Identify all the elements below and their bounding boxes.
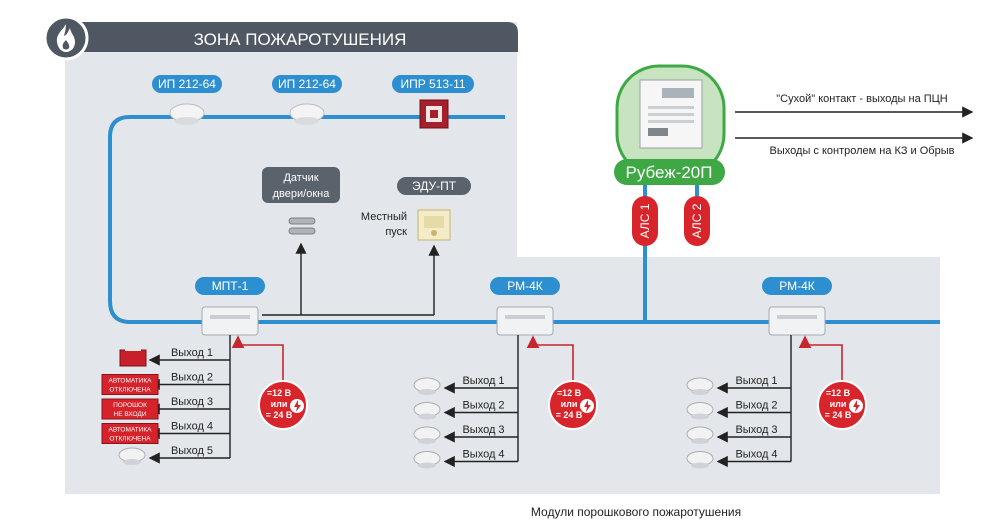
controller-panel-icon <box>639 79 703 149</box>
module-device-icon <box>768 306 826 336</box>
output-label: Выход 3 <box>462 424 504 436</box>
zone-title: ЗОНА ПОЖАРОТУШЕНИЯ <box>194 30 407 49</box>
flame-icon <box>56 24 75 52</box>
power-badge <box>817 380 867 430</box>
warning-sign: АВТОМАТИКА ОТКЛЮЧЕНА <box>101 423 159 444</box>
edu-caption-1: Местный <box>361 211 407 223</box>
powder-extinguisher-icon <box>686 426 714 444</box>
controller-label: Рубеж-20П <box>625 163 712 182</box>
warning-sign: АВТОМАТИКА ОТКЛЮЧЕНА <box>101 374 159 395</box>
power-line1: =12 В <box>826 388 851 398</box>
module-device-icon <box>496 306 554 336</box>
warning-sign-line2: ОТКЛЮЧЕНА <box>109 436 151 443</box>
smoke-detector-icon <box>169 103 205 125</box>
lightning-icon <box>290 399 304 413</box>
output-label: Выход 3 <box>735 424 777 436</box>
zone-header <box>62 22 518 52</box>
module-2: РМ-4К Выход 1 Выход 2 Выход 3 Выход 4 =12 Вил… <box>413 277 598 469</box>
als2-label: АЛС 2 <box>690 203 704 238</box>
controlled-output-text: Выходы с контролем на КЗ и Обрыв <box>770 145 955 157</box>
detector-3-label: ИПР 513-11 <box>400 77 465 91</box>
powder-extinguisher-icon <box>118 447 146 465</box>
warning-sign-line1: АВТОМАТИКА <box>109 378 153 385</box>
powder-extinguisher-icon <box>413 402 441 420</box>
smoke-detector-icon <box>289 103 325 125</box>
output-label: Выход 5 <box>171 445 213 457</box>
manual-call-point-icon <box>419 99 449 129</box>
edu-label: ЭДУ-ПТ <box>412 179 457 193</box>
module-label: МПТ-1 <box>212 279 249 293</box>
door-sensor-icon <box>288 217 316 235</box>
warning-sign-line2: НЕ ВХОДИ <box>114 411 147 418</box>
als-loop-line <box>108 115 940 324</box>
warning-sign-line1: АВТОМАТИКА <box>109 427 153 434</box>
output-label: Выход 2 <box>735 400 777 412</box>
warning-sign-line1: ПОРОШОК <box>113 402 147 409</box>
pcn-output-text: "Сухой" контакт - выходы на ПЦН <box>776 93 948 105</box>
detector-3-tag <box>392 75 474 93</box>
power-line1: =12 В <box>267 388 292 398</box>
sounder-icon <box>119 346 147 367</box>
detector-1-label: ИП 212-64 <box>158 77 216 91</box>
edu-caption-2: пуск <box>385 226 407 238</box>
output-label: Выход 4 <box>462 449 504 461</box>
output-label: Выход 1 <box>735 375 777 387</box>
power-line1: =12 В <box>557 388 582 398</box>
local-start-button-icon <box>417 209 451 241</box>
als1-label: АЛС 1 <box>638 203 652 238</box>
module-3: РМ-4К Выход 1 Выход 2 Выход 3 Выход 4 =12 Вил… <box>686 277 867 469</box>
module-device-detail <box>505 315 545 319</box>
module-tag <box>762 277 832 295</box>
power-line3: = 24 В <box>266 410 293 420</box>
lightning-icon <box>849 399 863 413</box>
module-device-icon <box>201 306 259 336</box>
module-label: РМ-4К <box>507 279 543 293</box>
power-line2: или <box>561 399 578 409</box>
power-badge <box>548 380 598 430</box>
powder-extinguisher-icon <box>413 377 441 395</box>
controller-tag <box>614 159 725 185</box>
power-feed-arrow <box>526 335 574 383</box>
door-sensor-label-2: двери/окна <box>273 188 331 200</box>
powder-extinguisher-icon <box>413 451 441 469</box>
output-label: Выход 4 <box>171 421 213 433</box>
powder-extinguisher-icon <box>686 451 714 469</box>
power-feed-arrow <box>798 335 843 383</box>
detector-2-label: ИП 212-64 <box>278 77 336 91</box>
output-label: Выход 3 <box>171 396 213 408</box>
power-line3: = 24 В <box>556 410 583 420</box>
als2-tag <box>684 196 710 246</box>
power-badge <box>258 380 308 430</box>
powder-extinguisher-icon <box>686 402 714 420</box>
output-label: Выход 1 <box>171 347 213 359</box>
power-line2: или <box>830 399 847 409</box>
module-device-detail <box>210 315 250 319</box>
output-label: Выход 2 <box>171 372 213 384</box>
output-label: Выход 4 <box>735 449 777 461</box>
als1-tag <box>632 196 658 246</box>
power-line3: = 24 В <box>825 410 852 420</box>
powder-extinguisher-icon <box>413 426 441 444</box>
module-tag <box>195 277 265 295</box>
door-sensor-tag <box>262 167 340 203</box>
detector-1-tag <box>152 75 222 93</box>
door-sensor-label-1: Датчик <box>283 172 318 184</box>
detector-2-tag <box>272 75 342 93</box>
module-device-detail <box>777 315 817 319</box>
output-label: Выход 2 <box>462 400 504 412</box>
module-label: РМ-4К <box>779 279 815 293</box>
power-feed-arrow <box>231 335 284 383</box>
warning-sign: ПОРОШОК НЕ ВХОДИ <box>101 398 159 420</box>
edu-tag <box>397 177 471 195</box>
module-tag <box>490 277 560 295</box>
output-label: Выход 1 <box>462 375 504 387</box>
warning-sign-line2: ОТКЛЮЧЕНА <box>109 387 151 394</box>
lightning-icon <box>580 399 594 413</box>
footer-caption: Модули порошкового пожаротушения <box>531 505 741 519</box>
power-line2: или <box>271 399 288 409</box>
powder-extinguisher-icon <box>686 377 714 395</box>
